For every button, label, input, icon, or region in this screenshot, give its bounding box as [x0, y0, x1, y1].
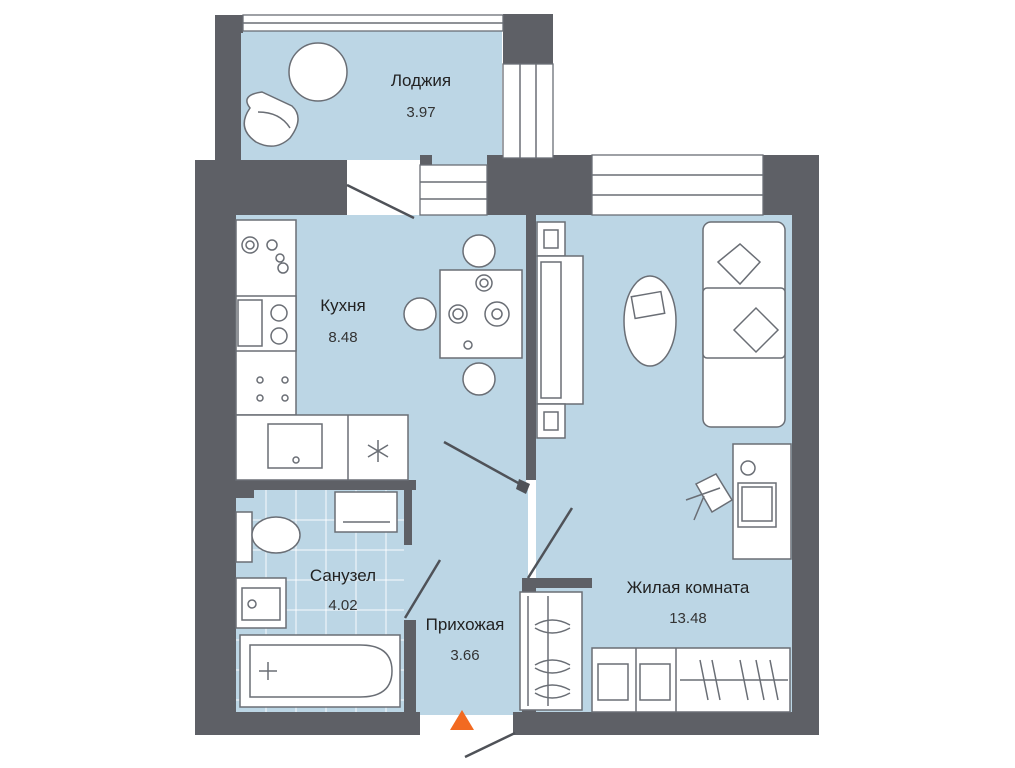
living-door [526, 507, 574, 579]
armchair-icon [243, 91, 299, 147]
coffee-table-icon [623, 275, 677, 367]
living-name: Жилая комната [627, 578, 750, 597]
kitchen-furniture [235, 219, 523, 481]
hallway-name: Прихожая [426, 615, 505, 634]
entrance-marker-icon [450, 710, 474, 730]
bathroom-furniture [235, 491, 401, 708]
kitchen-door [443, 440, 521, 486]
loggia-area: 3.97 [406, 104, 435, 121]
bathtub-icon [239, 634, 401, 708]
desk-icon [732, 443, 792, 560]
bathroom-name: Санузел [310, 566, 376, 585]
walls [195, 14, 819, 735]
room-labels: Лоджия 3.97 Кухня 8.48 Санузел 4.02 Прих… [310, 71, 750, 664]
wardrobe-icon [519, 591, 583, 711]
oven-controls-icon [256, 376, 289, 402]
living-area: 13.48 [669, 610, 707, 627]
loggia-furniture [243, 42, 348, 147]
chairs-icon [403, 234, 496, 396]
kitchen-area: 8.48 [328, 329, 357, 346]
wardrobe-living-icon [591, 647, 791, 713]
windows [242, 14, 764, 216]
hallway-floor [404, 490, 528, 715]
hob-icon [241, 236, 289, 274]
bathroom-door [403, 559, 442, 619]
tv-stand-icon [536, 221, 584, 439]
hallway-furniture [519, 591, 583, 711]
round-table-icon [288, 42, 348, 102]
sofa-icon [702, 221, 786, 428]
washing-machine-icon [334, 491, 398, 533]
office-chair-icon [685, 473, 734, 521]
kitchen-sink-icon [267, 423, 323, 469]
hallway-area: 3.66 [450, 647, 479, 664]
loggia-name: Лоджия [391, 71, 451, 90]
stove-icon [235, 295, 297, 352]
loggia-door [346, 183, 415, 220]
bathroom-area: 4.02 [328, 597, 357, 614]
doors [346, 183, 574, 759]
washbasin-icon [235, 577, 287, 629]
kitchen-name: Кухня [320, 296, 366, 315]
dining-table-icon [439, 269, 523, 359]
entrance-door [464, 731, 516, 759]
living-furniture [536, 221, 792, 713]
toilet-icon [235, 511, 301, 563]
fridge-icon [367, 440, 389, 462]
